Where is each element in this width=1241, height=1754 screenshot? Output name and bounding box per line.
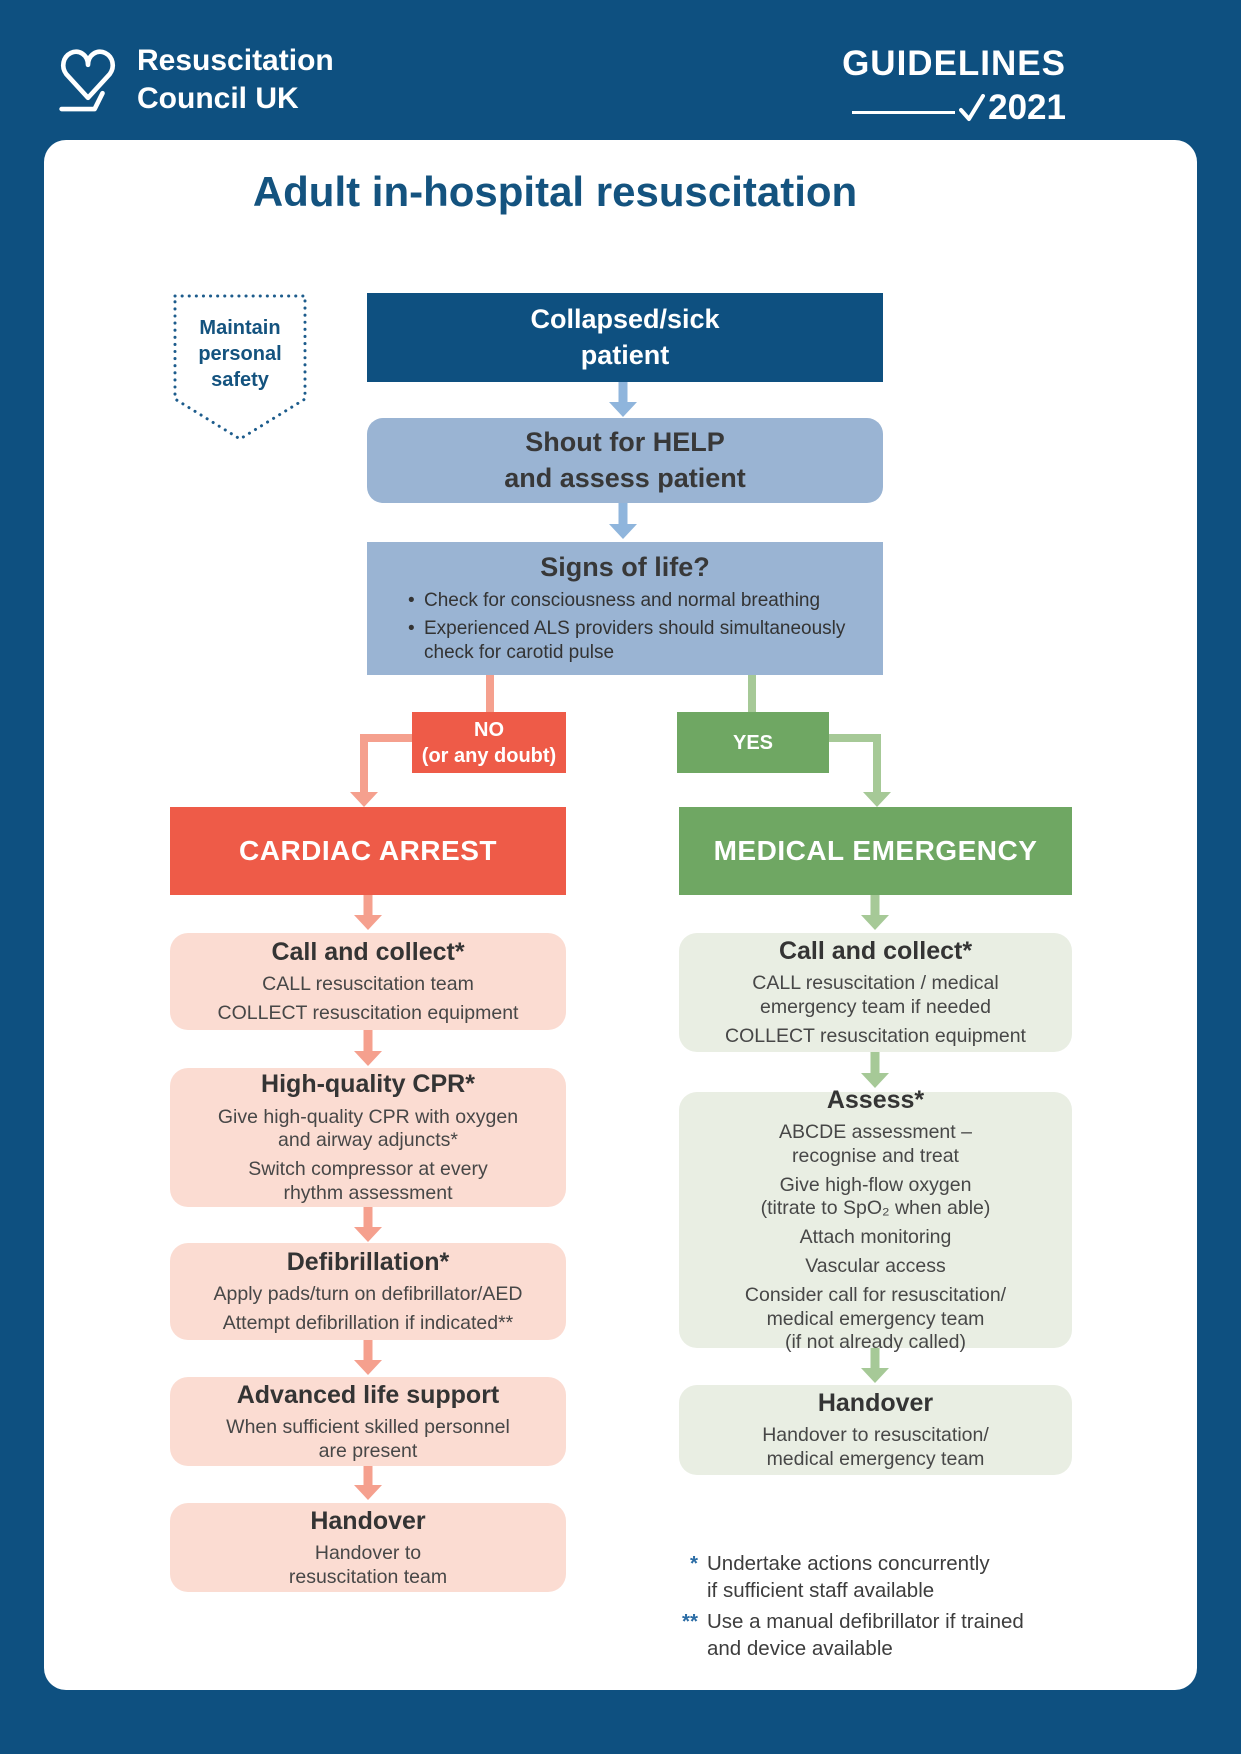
- step-line: When sufficient skilled personnel are pr…: [226, 1415, 510, 1462]
- step-line: Attempt defibrillation if indicated**: [222, 1312, 514, 1335]
- flow-arrow: [609, 503, 637, 539]
- page-title: Adult in-hospital resuscitation: [252, 168, 858, 215]
- footnote-double-asterisk: ** Use a manual defibrillator if trained…: [673, 1608, 1024, 1662]
- step-line: COLLECT resuscitation equipment: [217, 1002, 519, 1025]
- step-heading: High-quality CPR*: [261, 1070, 475, 1099]
- step-line: Give high-flow oxygen (titrate to SpO₂ w…: [760, 1173, 991, 1220]
- medical-emergency-header: MEDICAL EMERGENCY: [679, 807, 1072, 895]
- signs-bullet: Experienced ALS providers should simulta…: [408, 617, 870, 666]
- shout-help-label: Shout for HELP and assess patient: [504, 427, 746, 493]
- footnote-marker: *: [690, 1552, 698, 1575]
- flow-arrow: [861, 1348, 889, 1383]
- step-line: CALL resuscitation / medical emergency t…: [752, 972, 999, 1019]
- branch-connector-yes: [748, 675, 756, 712]
- cardiac-arrest-header: CARDIAC ARREST: [170, 807, 566, 895]
- medical-emergency-title: MEDICAL EMERGENCY: [713, 835, 1038, 866]
- step-call-collect-cardiac: Call and collect* CALL resuscitation tea…: [170, 933, 566, 1030]
- step-line: Handover to resuscitation team: [288, 1541, 448, 1588]
- step-defibrillation: Defibrillation* Apply pads/turn on defib…: [170, 1243, 566, 1340]
- step-line: CALL resuscitation team: [262, 973, 474, 996]
- signs-of-life-heading: Signs of life?: [540, 552, 710, 582]
- flow-arrow: [354, 1207, 382, 1242]
- rcuk-logo: Resuscitation Council UK: [55, 40, 334, 120]
- step-high-quality-cpr: High-quality CPR* Give high-quality CPR …: [170, 1068, 566, 1207]
- branch-connector-yes: [873, 734, 881, 792]
- collapsed-patient-label: Collapsed/sick patient: [530, 304, 720, 370]
- branch-connector-no: [360, 734, 412, 742]
- step-heading: Handover: [817, 1389, 934, 1418]
- step-line: Handover to resuscitation/ medical emerg…: [762, 1424, 989, 1471]
- flow-arrow: [861, 1052, 889, 1088]
- flow-arrow: [354, 1466, 382, 1500]
- signs-of-life-box: Signs of life? Check for consciousness a…: [367, 542, 883, 675]
- guidelines-year: 2021: [988, 88, 1066, 127]
- logo-wordmark: Resuscitation Council UK: [137, 44, 334, 115]
- step-heading: Defibrillation*: [286, 1248, 450, 1277]
- branch-connector-yes: [829, 734, 881, 742]
- branch-connector-no: [486, 675, 494, 712]
- guidelines-underline: [852, 110, 956, 114]
- flow-arrow: [354, 1340, 382, 1375]
- step-line: ABCDE assessment – recognise and treat: [779, 1121, 972, 1167]
- signs-of-life-list: Check for consciousness and normal breat…: [380, 589, 870, 669]
- branch-arrowhead: [350, 792, 378, 807]
- no-branch-text: NO (or any doubt): [421, 718, 557, 767]
- safety-badge: Maintain personal safety: [172, 293, 308, 443]
- flow-arrow: [354, 1030, 382, 1066]
- guidelines-mark: GUIDELINES 2021: [842, 44, 1066, 128]
- step-line: Apply pads/turn on defibrillator/AED: [213, 1283, 523, 1306]
- footnote-marker: **: [682, 1610, 698, 1633]
- guidelines-word: GUIDELINES: [842, 44, 1066, 83]
- step-heading: Call and collect*: [271, 938, 465, 967]
- step-line: Give high-quality CPR with oxygen and ai…: [217, 1105, 519, 1152]
- shout-help-box: Shout for HELP and assess patient: [367, 418, 883, 503]
- step-handover-medical: Handover Handover to resuscitation/ medi…: [679, 1385, 1072, 1475]
- step-heading: Advanced life support: [236, 1380, 500, 1409]
- shield-outline-icon: [173, 294, 307, 441]
- footnote-text: Undertake actions concurrently if suffic…: [707, 1552, 990, 1603]
- footnote-text: Use a manual defibrillator if trained an…: [707, 1610, 1024, 1661]
- step-heading: Assess*: [826, 1085, 925, 1114]
- cardiac-arrest-title: CARDIAC ARREST: [239, 835, 497, 866]
- step-line: COLLECT resuscitation equipment: [725, 1025, 1026, 1048]
- step-line: Consider call for resuscitation/ medical…: [744, 1283, 1007, 1354]
- yes-branch-text: YES: [732, 731, 774, 754]
- step-heading: Call and collect*: [778, 937, 973, 966]
- step-line: Vascular access: [805, 1255, 946, 1278]
- flow-arrow: [609, 382, 637, 417]
- step-heading: Handover: [310, 1506, 426, 1535]
- no-branch-label: NO (or any doubt): [412, 712, 566, 773]
- step-line: Attach monitoring: [799, 1226, 952, 1249]
- step-call-collect-medical: Call and collect* CALL resuscitation / m…: [679, 933, 1072, 1052]
- flow-arrow: [354, 895, 382, 930]
- safety-badge-label: Maintain personal safety: [198, 317, 282, 391]
- signs-bullet: Check for consciousness and normal breat…: [408, 589, 870, 614]
- flow-arrow: [861, 895, 889, 930]
- branch-connector-no: [360, 734, 368, 792]
- branch-arrowhead: [863, 792, 891, 807]
- heart-check-icon: [59, 49, 116, 112]
- footnote-single-asterisk: * Undertake actions concurrently if suff…: [673, 1550, 990, 1604]
- step-assess: Assess* ABCDE assessment – recognise and…: [679, 1086, 1072, 1353]
- step-line: Switch compressor at every rhythm assess…: [248, 1158, 488, 1204]
- step-advanced-life-support: Advanced life support When sufficient sk…: [170, 1377, 566, 1466]
- collapsed-patient-box: Collapsed/sick patient: [367, 293, 883, 382]
- check-icon: [959, 94, 986, 121]
- step-handover-cardiac: Handover Handover to resuscitation team: [170, 1503, 566, 1592]
- yes-branch-label: YES: [677, 712, 829, 773]
